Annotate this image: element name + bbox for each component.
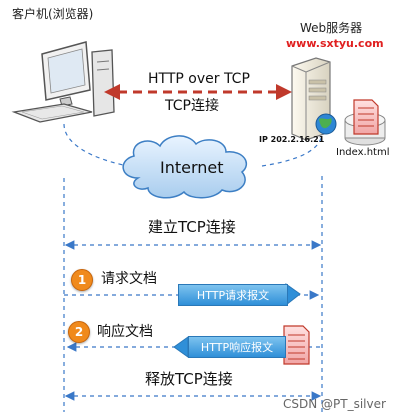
step-1-badge: 1: [71, 269, 93, 291]
release-label: 释放TCP连接: [145, 370, 233, 388]
internet-cloud: [122, 135, 247, 199]
server-ip: IP 202.2.16.21: [259, 135, 325, 144]
client-label: 客户机(浏览器): [12, 7, 94, 21]
server-url: www.sxtyu.com: [286, 37, 384, 50]
watermark: CSDN @PT_silver: [283, 397, 386, 411]
globe-icon: [315, 113, 337, 135]
index-file-label: Index.html: [336, 147, 390, 158]
establish-label: 建立TCP连接: [148, 218, 236, 236]
step-2-badge: 2: [68, 321, 90, 343]
document-icon: [344, 99, 386, 146]
http-connection-arrow: [104, 84, 292, 100]
http-request-message: HTTP请求报文: [178, 284, 288, 306]
server-network-path: [261, 133, 323, 167]
protocol-label: HTTP over TCP: [148, 71, 250, 87]
server-label: Web服务器: [300, 21, 363, 35]
request-document-label: 请求文档: [101, 271, 157, 287]
computer-icon: [11, 41, 115, 123]
response-document-icon: [283, 325, 310, 365]
internet-label: Internet: [160, 158, 224, 177]
tcp-connection-label: TCP连接: [165, 98, 219, 114]
request-message-arrowhead: [285, 283, 301, 307]
response-message-arrowhead: [173, 336, 189, 358]
http-response-message: HTTP响应报文: [188, 336, 286, 358]
response-document-label: 响应文档: [97, 324, 153, 340]
